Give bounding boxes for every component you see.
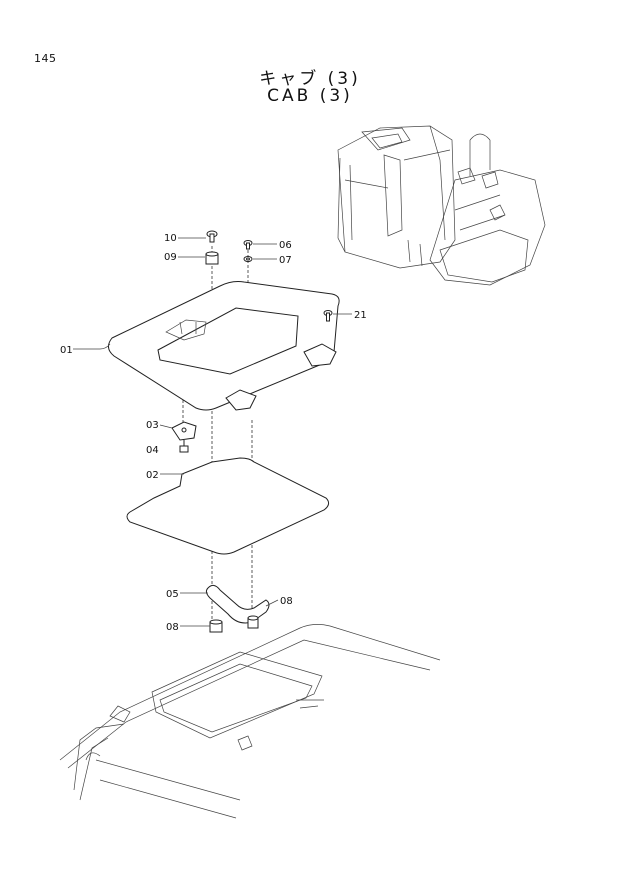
part-03-bracket: [171, 421, 197, 441]
callout-06: 06: [279, 240, 292, 251]
part-02-hatch-plate: [126, 457, 330, 555]
callout-08-right: 08: [280, 596, 293, 607]
callout-labels: 10 09 06 07 21 01 03 04 02 05 08 08: [60, 233, 367, 633]
part-01-hatch-frame: [108, 281, 340, 411]
page-title-japanese: キャブ (3): [259, 69, 361, 89]
part-04-bolt: [179, 440, 189, 453]
page-number: 145: [34, 52, 57, 65]
callout-02: 02: [146, 470, 159, 481]
part-10-bolt: [206, 230, 218, 243]
part-08-nut-right: [247, 615, 259, 629]
callout-03: 03: [146, 420, 159, 431]
callout-leader-lines: [73, 237, 352, 627]
callout-08-left: 08: [166, 622, 179, 633]
callout-04: 04: [146, 445, 159, 456]
callout-09: 09: [164, 252, 177, 263]
callout-21: 21: [354, 310, 367, 321]
callout-07: 07: [279, 255, 292, 266]
cab-roof-illustration: [59, 624, 441, 819]
part-06-screw: [243, 240, 253, 250]
callout-01: 01: [60, 345, 73, 356]
callout-05: 05: [166, 589, 179, 600]
part-07-washer: [243, 256, 253, 262]
callout-10: 10: [164, 233, 177, 244]
part-08-nut-left: [209, 619, 223, 633]
page-title-english: CAB (3): [267, 86, 353, 106]
part-21-bolt: [323, 310, 333, 322]
machine-overview-illustration: [337, 125, 546, 286]
part-09-collar: [205, 251, 219, 265]
part-05-handle: [205, 584, 270, 624]
